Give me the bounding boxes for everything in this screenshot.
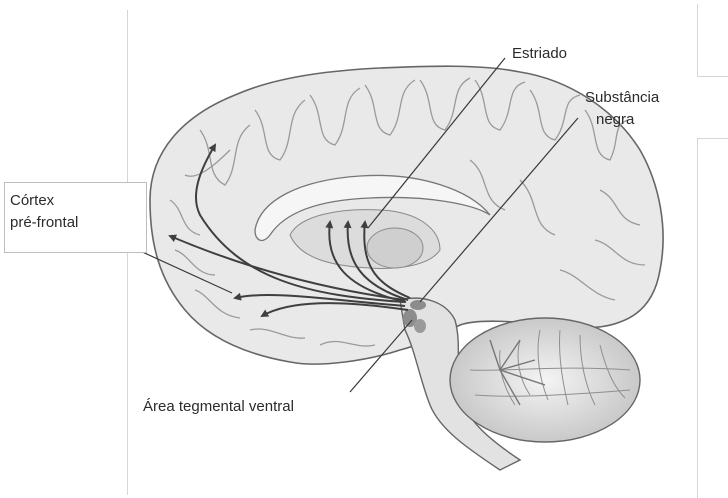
label-vta: Área tegmental ventral: [143, 397, 294, 417]
label-prefrontal-line2: pré-frontal: [10, 213, 78, 233]
label-striatum: Estriado: [512, 44, 567, 64]
substantia-nigra-nucleus: [410, 300, 426, 310]
vta-nucleus-lower: [414, 319, 426, 333]
label-prefrontal-box: Córtex pré-frontal: [4, 182, 147, 253]
label-substantia-nigra-line2: negra: [596, 110, 634, 130]
cerebellum: [450, 318, 640, 442]
label-substantia-nigra-line1: Substância: [585, 88, 659, 108]
striatum-nucleus: [367, 228, 423, 268]
label-prefrontal-line1: Córtex: [10, 191, 54, 211]
